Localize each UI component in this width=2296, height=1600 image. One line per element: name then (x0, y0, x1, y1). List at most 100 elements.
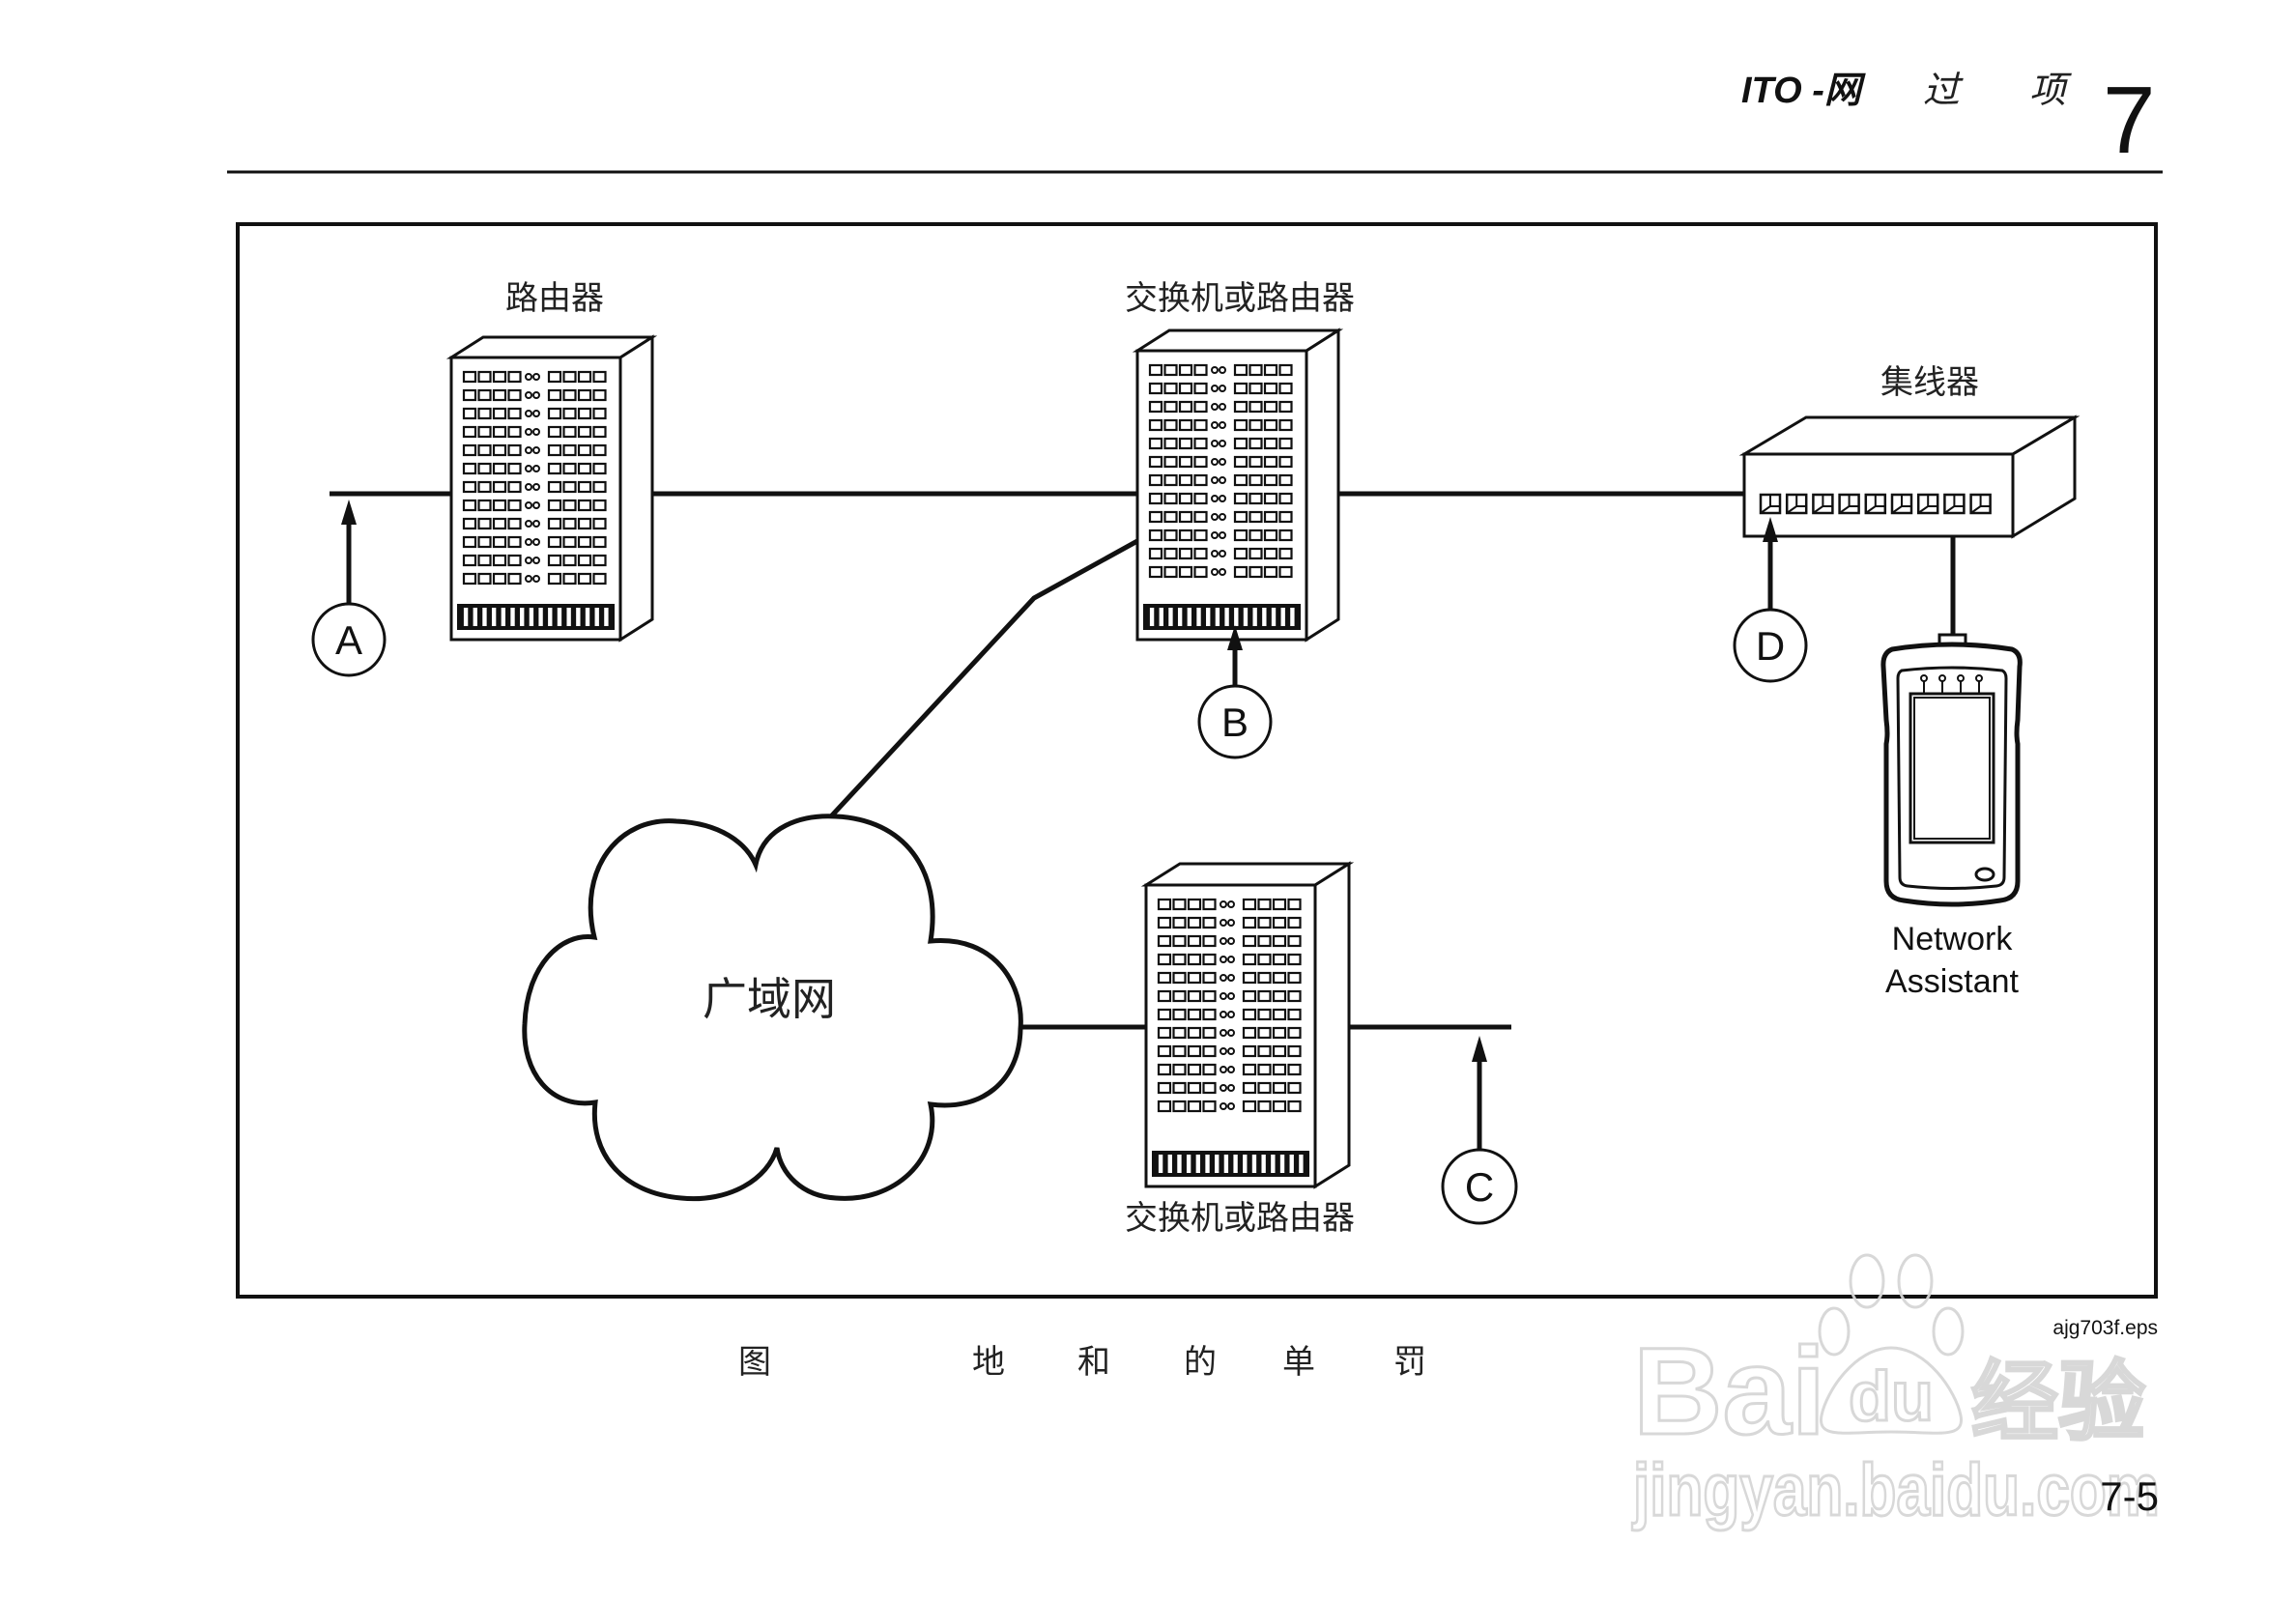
vent-slot (557, 608, 562, 626)
wan-cloud[interactable]: 广域网 (522, 814, 1023, 1202)
port-icon (1202, 898, 1217, 911)
port-icon (1157, 898, 1172, 911)
port-icon (577, 517, 592, 530)
led-icon (532, 557, 540, 564)
vent-slot (1196, 608, 1201, 626)
port-icon (1178, 492, 1193, 505)
section-title: ITO -网 (1741, 71, 1866, 111)
led-icon (1220, 1047, 1227, 1055)
port-icon (1148, 382, 1163, 395)
port-icon (547, 572, 562, 586)
port-icon (462, 572, 477, 586)
led-icon (1219, 476, 1226, 484)
port-icon (1257, 989, 1272, 1003)
rack-side-face (618, 334, 654, 643)
led-icon (1227, 1047, 1235, 1055)
port-icon (1263, 437, 1278, 450)
switch-top-device[interactable] (1132, 328, 1344, 643)
led-icon (1220, 1102, 1227, 1110)
port-icon (1163, 400, 1178, 414)
port-icon (462, 499, 477, 512)
router-device[interactable] (445, 334, 658, 643)
port-icon (1287, 1044, 1302, 1058)
marker-circle (311, 602, 387, 677)
rack-side-face (1305, 328, 1340, 643)
led-icon (532, 465, 540, 472)
port-icon (577, 554, 592, 567)
marker-label: A (335, 617, 362, 663)
network-assistant-device[interactable] (1880, 633, 2023, 907)
vent-slot (576, 608, 581, 626)
port-icon (492, 554, 507, 567)
port-icon (577, 407, 592, 420)
port-icon (1172, 1063, 1187, 1076)
port-icon (507, 535, 522, 549)
led-icon (1975, 674, 1983, 682)
led-icon (1227, 1029, 1235, 1037)
port-icon (1242, 953, 1257, 966)
port-icon (1257, 934, 1272, 948)
baidu-watermark: Bai du 经验 jingyan.baidu.com (1630, 1253, 2162, 1533)
port-icon (547, 517, 562, 530)
vent-slot (604, 608, 609, 626)
led-icon (1227, 937, 1235, 945)
port-icon (1242, 1100, 1257, 1113)
test-point-a[interactable]: A (311, 500, 387, 677)
test-point-b[interactable]: B (1197, 625, 1273, 759)
assistant-screen[interactable] (1913, 697, 1991, 840)
port-icon (547, 480, 562, 494)
port-icon (1242, 916, 1257, 929)
port-icon (477, 517, 492, 530)
watermark-brand-right: 经验 (1971, 1355, 2145, 1451)
vent-panel (457, 604, 615, 630)
figure-caption: 图 地 和 的 单 罚 (738, 1343, 1426, 1382)
port-icon (1272, 1044, 1287, 1058)
port-icon (577, 388, 592, 402)
port-icon (1163, 492, 1178, 505)
port-icon (1172, 916, 1187, 929)
port-icon (577, 480, 592, 494)
port-icon (1242, 1044, 1257, 1058)
led-icon (1211, 495, 1219, 502)
port-icon (1287, 971, 1302, 985)
port-icon (1233, 565, 1248, 579)
port-icon (477, 425, 492, 439)
port-icon (1242, 898, 1257, 911)
port-icon (1193, 418, 1208, 432)
port-icon (1163, 529, 1178, 542)
led-icon (1957, 674, 1965, 682)
port-icon (1272, 916, 1287, 929)
port-icon (1287, 898, 1302, 911)
led-icon (525, 373, 532, 381)
port-icon (1178, 418, 1193, 432)
test-point-d[interactable]: D (1733, 517, 1808, 683)
watermark-brand-paw: du (1849, 1358, 1934, 1436)
port-icon (547, 370, 562, 384)
port-icon (1248, 529, 1263, 542)
vent-slot (1168, 608, 1173, 626)
port-icon (1242, 1081, 1257, 1095)
assistant-power-button[interactable] (1974, 867, 1995, 882)
port-icon (492, 407, 507, 420)
vent-slot (510, 608, 515, 626)
port-icon (1172, 1081, 1187, 1095)
hub-device[interactable] (1738, 414, 2081, 539)
rack-side-face (1313, 861, 1351, 1189)
port-icon (562, 462, 577, 475)
chapter-number: 7 (2103, 67, 2156, 173)
port-icon (1287, 1063, 1302, 1076)
vent-slot (1158, 1155, 1163, 1173)
port-icon (477, 462, 492, 475)
port-icon (1263, 363, 1278, 377)
port-icon (1202, 1063, 1217, 1076)
port-icon (547, 388, 562, 402)
port-icon (1148, 492, 1163, 505)
port-icon (1148, 473, 1163, 487)
led-icon (525, 446, 532, 454)
vent-slot (1243, 1155, 1248, 1173)
section-title-3: 项 (2029, 69, 2072, 111)
led-icon (1211, 568, 1219, 576)
hub-label: 集线器 (1880, 363, 1979, 402)
switch-bottom-device[interactable] (1140, 861, 1355, 1189)
test-point-c[interactable]: C (1441, 1036, 1518, 1225)
